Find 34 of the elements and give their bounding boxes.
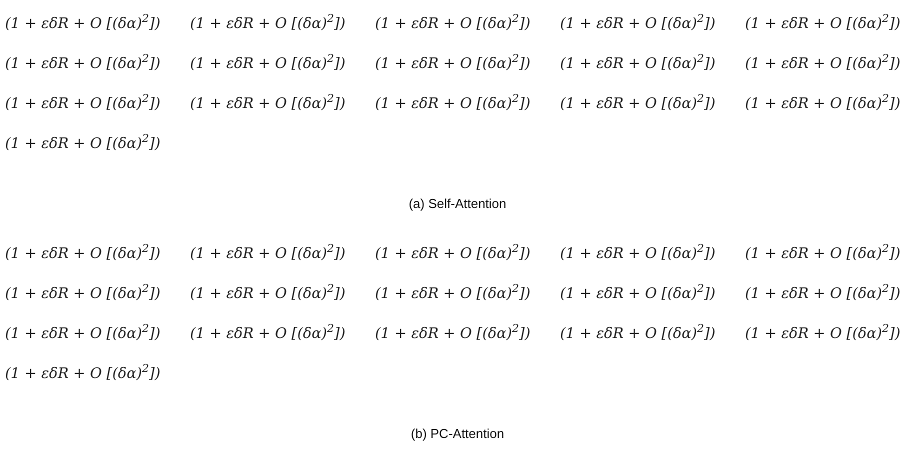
formula: (1 + εδR + O [(δα)$^{2}$]) [745, 91, 900, 114]
formula: (1 + εδR + O [(δα)$^{2}$]) [560, 321, 716, 344]
formula: (1 + εδR + O [(δα)$^{2}$]) [190, 91, 346, 114]
formula: (1 + εδR + O [(δα)$^{2}$]) [745, 51, 900, 74]
formula: (1 + εδR + O [(δα)$^{2}$]) [5, 361, 160, 384]
formula: (1 + εδR + O [(δα)$^{2}$]) [560, 281, 716, 304]
formula: (1 + εδR + O [(δα)$^{2}$]) [190, 281, 346, 304]
formula: (1 + εδR + O [(δα)$^{2}$]) [745, 321, 900, 344]
formula: (1 + εδR + O [(δα)$^{2}$]) [5, 241, 160, 264]
formula: (1 + εδR + O [(δα)$^{2}$]) [5, 51, 160, 74]
formula: (1 + εδR + O [(δα)$^{2}$]) [375, 321, 530, 344]
formula: (1 + εδR + O [(δα)$^{2}$]) [5, 281, 160, 304]
formula: (1 + εδR + O [(δα)$^{2}$]) [745, 281, 900, 304]
formula: (1 + εδR + O [(δα)$^{2}$]) [5, 321, 160, 344]
formula: (1 + εδR + O [(δα)$^{2}$]) [375, 11, 530, 34]
formula: (1 + εδR + O [(δα)$^{2}$]) [560, 91, 716, 114]
formula: (1 + εδR + O [(δα)$^{2}$]) [190, 11, 346, 34]
formula: (1 + εδR + O [(δα)$^{2}$]) [190, 51, 346, 74]
formula: (1 + εδR + O [(δα)$^{2}$]) [560, 51, 716, 74]
formula: (1 + εδR + O [(δα)$^{2}$]) [375, 281, 530, 304]
formula: (1 + εδR + O [(δα)$^{2}$]) [5, 131, 160, 154]
formula: (1 + εδR + O [(δα)$^{2}$]) [560, 241, 716, 264]
formula: (1 + εδR + O [(δα)$^{2}$]) [745, 241, 900, 264]
formula: (1 + εδR + O [(δα)$^{2}$]) [375, 241, 530, 264]
formula: (1 + εδR + O [(δα)$^{2}$]) [560, 11, 716, 34]
panel-caption: (b) PC-Attention [410, 426, 504, 441]
formula: (1 + εδR + O [(δα)$^{2}$]) [375, 51, 530, 74]
formula: (1 + εδR + O [(δα)$^{2}$]) [745, 11, 900, 34]
formula: (1 + εδR + O [(δα)$^{2}$]) [375, 91, 530, 114]
panel-caption: (a) Self-Attention [408, 196, 506, 211]
formula: (1 + εδR + O [(δα)$^{2}$]) [190, 321, 346, 344]
formula: (1 + εδR + O [(δα)$^{2}$]) [190, 241, 346, 264]
formula: (1 + εδR + O [(δα)$^{2}$]) [5, 91, 160, 114]
formula: (1 + εδR + O [(δα)$^{2}$]) [5, 11, 160, 34]
